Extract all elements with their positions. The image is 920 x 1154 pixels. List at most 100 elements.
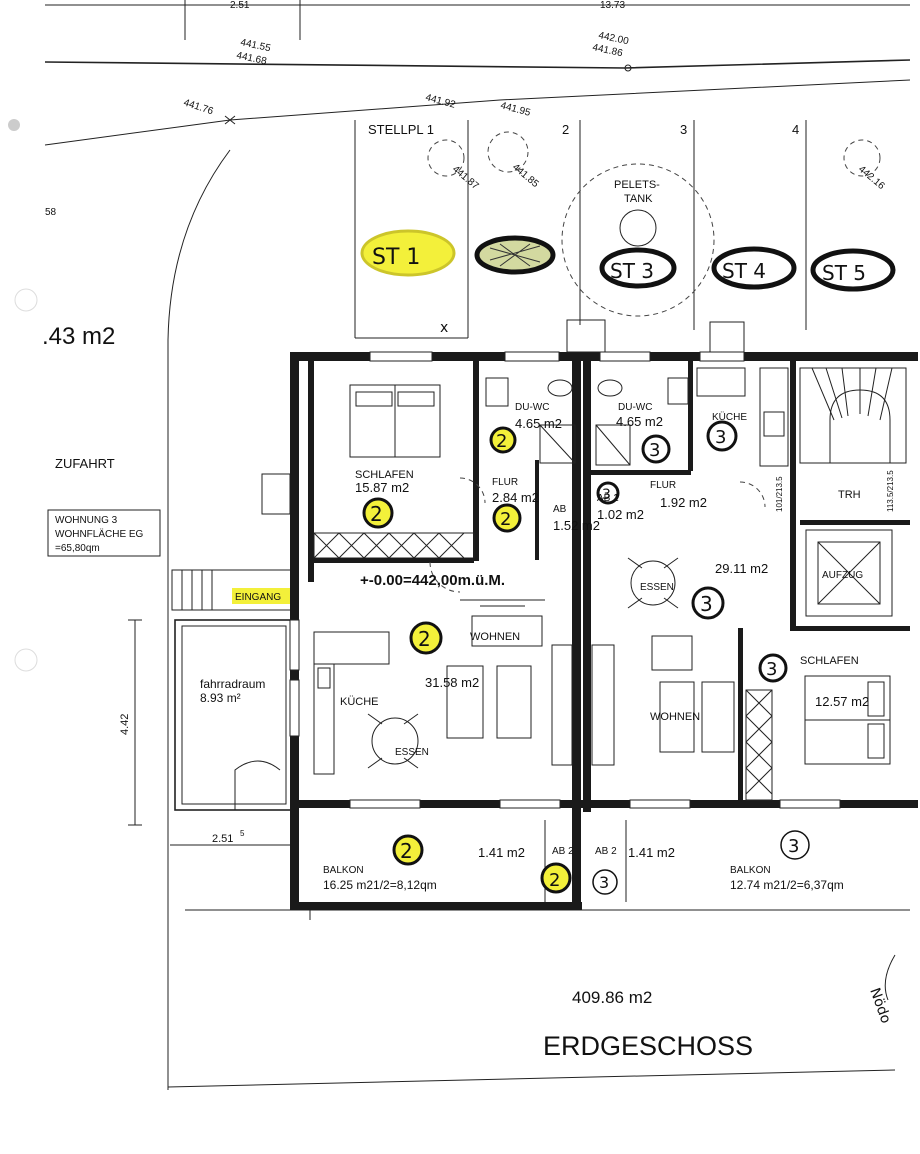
room-name: ESSEN: [640, 582, 674, 593]
room-name: AB 1: [597, 493, 619, 504]
unit-marker: 2: [549, 870, 560, 891]
room-name: KÜCHE: [712, 411, 747, 423]
bike-room-area: 8.93 m²: [200, 691, 241, 705]
spot-height: 441.76: [182, 97, 215, 117]
unit-marker: 2: [500, 509, 511, 530]
unit-marker: 2: [496, 431, 507, 452]
unit-marker: 3: [649, 440, 660, 461]
parking-number: 3: [680, 122, 687, 137]
room-area: 1.02 m2: [597, 507, 644, 522]
room-area: 4.65 m2: [515, 416, 562, 431]
info-box-line: WOHNFLÄCHE EG: [55, 528, 144, 540]
room-name: AB 2: [595, 846, 617, 857]
info-box-line: WOHNUNG 3: [55, 515, 118, 526]
room-area: 15.87 m2: [355, 480, 409, 495]
room-name: WOHNEN: [650, 711, 700, 723]
room-name: ESSEN: [395, 747, 429, 758]
room-name: SCHLAFEN: [355, 469, 414, 481]
windows: [289, 319, 841, 809]
spot-label: ST 5: [822, 261, 866, 285]
room-area: 1.41 m2: [478, 845, 525, 860]
site-boundary: [44, 0, 911, 1090]
room-area: 4.65 m2: [616, 414, 663, 429]
spot-height: 441.87: [450, 164, 481, 192]
room-name: FLUR: [650, 480, 676, 491]
bottom-dim-sup: 5: [240, 829, 245, 838]
room-area: 2.84 m2: [492, 490, 539, 505]
parking-number: 2: [562, 122, 569, 137]
room-name: DU-WC: [618, 402, 652, 413]
parking-area: STELLPL 1 2 3 4 PELETS- TANK ST 1 ST 3 S…: [354, 120, 896, 339]
room-name: DU-WC: [515, 402, 549, 413]
building-walls: [290, 352, 918, 910]
room-name: AB 2: [552, 846, 574, 857]
unit-marker: 2: [418, 627, 431, 651]
room-name: KÜCHE: [340, 696, 379, 708]
margin-handwriting: Nödo: [866, 986, 894, 1026]
parking-spot-st5: ST 5: [810, 248, 896, 292]
bike-room-name: fahrradraum: [200, 677, 265, 691]
site-dimensions: 2.51 13.73: [230, 0, 625, 11]
lift-label: AUFZUG: [822, 570, 863, 581]
room-area: 31.58 m2: [425, 675, 479, 690]
left-area-label: .43 m2: [42, 323, 115, 350]
stair-core: TRH 101/213.5 113.5/213.5 AUFZUG: [775, 367, 910, 617]
room-area: 1.92 m2: [660, 495, 707, 510]
spot-height: 441.95: [499, 100, 532, 119]
room-area: 1.41 m2: [628, 845, 675, 860]
spot-label: ST 4: [722, 259, 766, 283]
floor-title: ERDGESCHOSS: [543, 1031, 753, 1061]
stair-label: TRH: [838, 489, 861, 501]
stair-dim: 101/213.5: [775, 476, 784, 512]
unit-2-markers: 2 2 2 2 2 2: [362, 426, 572, 894]
unit-marker: 3: [766, 659, 777, 680]
parking-spot-st4: ST 4: [711, 246, 797, 290]
unit-3-markers: 3 3 3 3 3 3 3: [592, 420, 810, 895]
parking-number: 4: [792, 122, 799, 137]
spot-label: ST 1: [372, 245, 420, 270]
entrance-label: EINGANG: [235, 592, 281, 603]
room-area: 12.74 m21/2=6,37qm: [730, 878, 844, 892]
parking-spot-st3: ST 3: [599, 247, 677, 289]
spot-heights: 441.55 441.68 442.00 441.86 441.76 441.9…: [45, 30, 887, 218]
spot-label: ST 3: [610, 259, 654, 283]
total-area: 409.86 m2: [572, 988, 652, 1007]
parking-spot-st2: [474, 235, 556, 275]
room-name: WOHNEN: [470, 631, 520, 643]
spot-height: 441.92: [424, 92, 457, 111]
top-dim: 2.51: [230, 0, 250, 11]
pellet-tank-label: PELETS-: [614, 179, 660, 191]
floor-level: +-0.00=442,00m.ü.M.: [360, 572, 505, 589]
unit-marker: 2: [370, 502, 383, 526]
room-area: 16.25 m21/2=8,12qm: [323, 878, 437, 892]
unit-marker: 3: [599, 873, 609, 892]
blue-x-mark: x: [440, 320, 448, 336]
survey-marks: [224, 64, 632, 125]
unit-marker: 3: [788, 836, 799, 857]
pellet-tank-label: TANK: [624, 193, 653, 205]
room-name: AB: [553, 504, 567, 515]
spot-height: 441.85: [510, 162, 541, 190]
room-name: BALKON: [323, 865, 364, 876]
scan-marks: [8, 119, 38, 672]
unit-2: SCHLAFEN 15.87 m2 DU-WC 4.65 m2 FLUR 2.8…: [313, 377, 600, 902]
room-area: 12.57 m2: [815, 694, 869, 709]
info-box-line: =65,80qm: [55, 543, 100, 554]
unit-marker: 3: [700, 592, 713, 616]
bottom-dim: 2.51: [212, 833, 233, 845]
parking-spot-st1: ST 1: [360, 229, 456, 277]
unit-3: DU-WC 4.65 m2 KÜCHE AB 1 1.02 m2 FLUR 1.…: [591, 367, 891, 902]
unit-marker: 3: [602, 487, 611, 503]
unit-marker: 2: [400, 839, 413, 863]
side-dim: 4.42: [119, 714, 131, 735]
room-name: FLUR: [492, 477, 518, 488]
room-area: 29.11 m2: [715, 561, 768, 576]
top-dim: 13.73: [600, 0, 625, 11]
unit-marker: 3: [715, 427, 726, 448]
spot-height: 58: [45, 207, 57, 218]
unit-info-box: WOHNUNG 3 WOHNFLÄCHE EG =65,80qm: [47, 509, 161, 557]
spot-height: 442.16: [856, 164, 887, 192]
room-area: 1.52 m2: [553, 518, 600, 533]
room-name: BALKON: [730, 865, 771, 876]
